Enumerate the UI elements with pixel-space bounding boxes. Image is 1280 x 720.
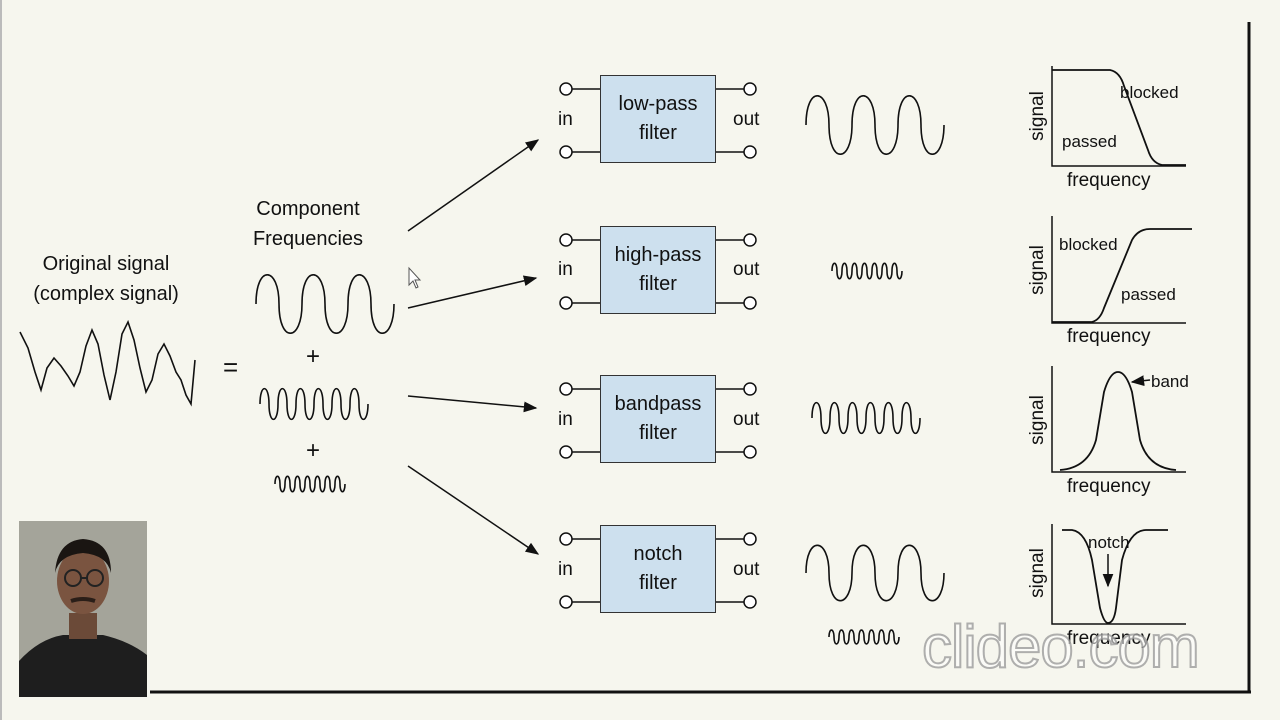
equals-sign: = bbox=[223, 352, 239, 382]
notch-graph bbox=[1051, 524, 1186, 625]
notch-in-terminal-2 bbox=[559, 595, 573, 609]
bandpass-curve bbox=[1059, 371, 1177, 471]
waves-group bbox=[255, 95, 945, 645]
notch-label: notch bbox=[1088, 533, 1130, 552]
x-axis-label-lowpass: frequency bbox=[1067, 170, 1151, 191]
out-label-highpass: out bbox=[733, 259, 760, 280]
highpass-output-wave bbox=[831, 262, 903, 280]
in-label-lowpass: in bbox=[558, 109, 573, 130]
in-label-highpass: in bbox=[558, 259, 573, 280]
band-label: band bbox=[1151, 372, 1189, 391]
out-label-lowpass: out bbox=[733, 109, 760, 130]
notch-output-wave-low bbox=[805, 544, 945, 602]
lowpass-in-terminal-1 bbox=[559, 82, 573, 96]
plus-sign-2: + bbox=[306, 437, 321, 464]
y-axis-label-bandpass: signal bbox=[1027, 395, 1048, 445]
highpass-out-terminal-1 bbox=[743, 233, 757, 247]
arrow-to-highpass bbox=[407, 275, 538, 309]
notch-out-terminal-1 bbox=[743, 532, 757, 546]
clideo-watermark: clideo.com bbox=[921, 612, 1201, 681]
arrow-to-bandpass bbox=[407, 395, 538, 413]
band-arrow bbox=[1130, 375, 1151, 387]
arrow-to-notch bbox=[407, 465, 540, 555]
webcam-overlay bbox=[19, 521, 147, 697]
original-signal-label: Original signal (complex signal) bbox=[33, 253, 179, 305]
bandpass-out-terminal-2 bbox=[743, 445, 757, 459]
highpass-out-terminal-2 bbox=[743, 296, 757, 310]
bandpass-output-wave bbox=[811, 401, 921, 435]
component-wave-high bbox=[274, 475, 346, 493]
notch-output-wave-high bbox=[828, 629, 900, 645]
highpass-passed-label: passed bbox=[1121, 285, 1176, 304]
highpass-in-terminal-2 bbox=[559, 296, 573, 310]
mouse-cursor-icon bbox=[408, 266, 422, 289]
component-frequencies-label: Component Frequencies bbox=[252, 198, 364, 250]
highpass-in-terminal-1 bbox=[559, 233, 573, 247]
complex-signal-wave bbox=[19, 319, 196, 407]
out-label-bandpass: out bbox=[733, 409, 760, 430]
notch-in-terminal-1 bbox=[559, 532, 573, 546]
notch-out-terminal-2 bbox=[743, 595, 757, 609]
lowpass-blocked-label: blocked bbox=[1120, 83, 1179, 102]
highpass-blocked-label: blocked bbox=[1059, 235, 1118, 254]
lowpass-out-terminal-2 bbox=[743, 145, 757, 159]
x-axis-label-bandpass: frequency bbox=[1067, 476, 1151, 497]
out-label-notch: out bbox=[733, 559, 760, 580]
x-axis-label-notch: frequency bbox=[1067, 628, 1151, 649]
bandpass-in-terminal-2 bbox=[559, 445, 573, 459]
component-wave-low bbox=[255, 274, 395, 334]
lowpass-output-wave bbox=[805, 95, 945, 155]
x-axis-label-highpass: frequency bbox=[1067, 326, 1151, 347]
lowpass-out-terminal-1 bbox=[743, 82, 757, 96]
bandpass-graph bbox=[1051, 366, 1186, 473]
y-axis-label-notch: signal bbox=[1027, 548, 1048, 598]
bandpass-in-terminal-1 bbox=[559, 382, 573, 396]
lowpass-graph bbox=[1051, 66, 1186, 167]
in-label-notch: in bbox=[558, 559, 573, 580]
plus-sign-1: + bbox=[306, 343, 321, 370]
y-axis-label-highpass: signal bbox=[1027, 245, 1048, 295]
presenter-silhouette bbox=[19, 521, 147, 697]
ports-group bbox=[559, 82, 757, 609]
bandpass-out-terminal-1 bbox=[743, 382, 757, 396]
arrow-to-lowpass bbox=[407, 139, 540, 232]
in-label-bandpass: in bbox=[558, 409, 573, 430]
lowpass-in-terminal-2 bbox=[559, 145, 573, 159]
lowpass-curve bbox=[1052, 69, 1186, 166]
highpass-graph bbox=[1051, 216, 1192, 324]
highpass-curve bbox=[1052, 228, 1192, 323]
component-wave-mid bbox=[259, 387, 369, 421]
lowpass-passed-label: passed bbox=[1062, 132, 1117, 151]
notch-curve bbox=[1062, 529, 1168, 624]
y-axis-label-lowpass: signal bbox=[1027, 91, 1048, 141]
